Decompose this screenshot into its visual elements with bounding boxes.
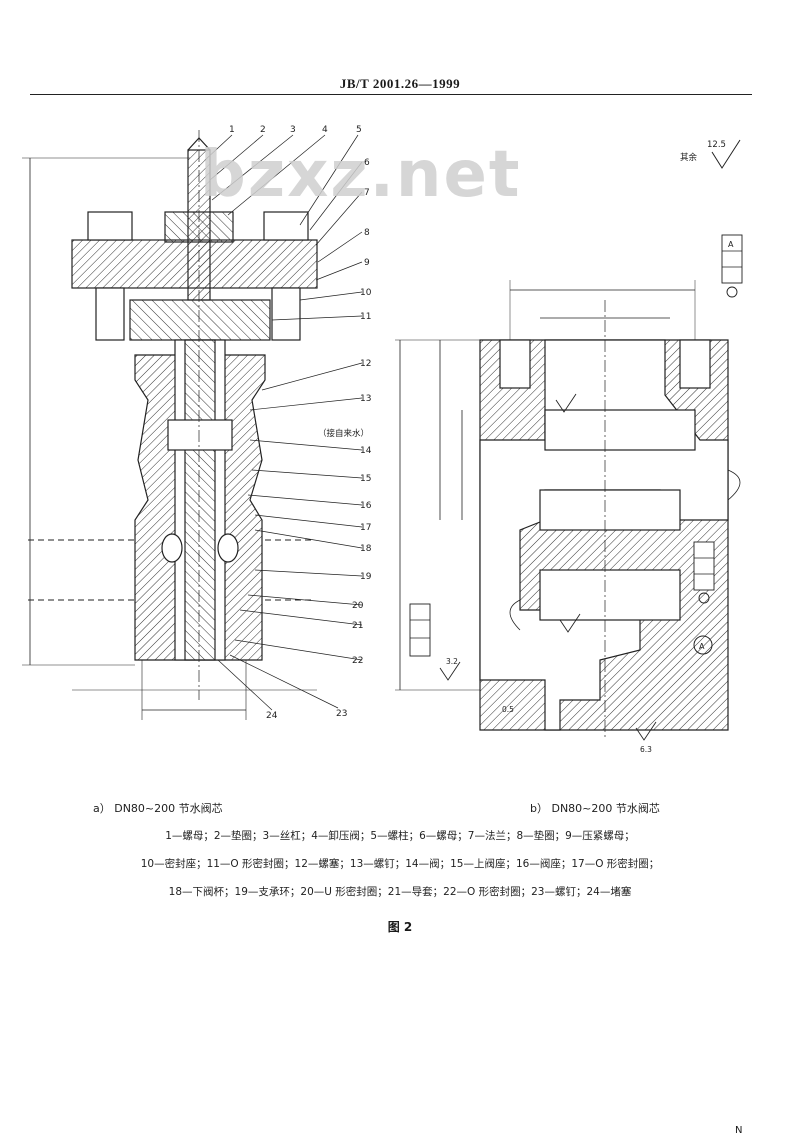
callout-16: 16 xyxy=(360,501,372,511)
callout-9: 9 xyxy=(364,258,370,268)
callout-23: 23 xyxy=(336,709,347,719)
callout-1: 1 xyxy=(229,125,235,135)
callout-21: 21 xyxy=(352,621,363,631)
valve-disc xyxy=(167,419,233,451)
callout-22: 22 xyxy=(352,656,363,666)
callout-10: 10 xyxy=(360,288,372,298)
right-nut xyxy=(263,211,309,241)
callout-12: 12 xyxy=(360,359,371,369)
right-section-drawing xyxy=(395,139,743,741)
standard-code-header: JB/T 2001.26—1999 xyxy=(339,76,461,91)
callout-20: 20 xyxy=(352,601,364,611)
header-rule xyxy=(30,94,752,95)
callout-13: 13 xyxy=(360,394,371,404)
callout-6: 6 xyxy=(364,158,370,168)
sealing-seat xyxy=(129,299,271,341)
figure-number: 图 2 xyxy=(387,920,413,934)
roughness-value-2: 0.5 xyxy=(502,705,514,714)
caption-left: a） DN80~200 节水阀芯 xyxy=(93,802,223,815)
callout-19: 19 xyxy=(360,572,372,582)
callout-17: 17 xyxy=(360,523,371,533)
watermark: bzxz.net xyxy=(200,138,522,212)
callout-2: 2 xyxy=(260,125,266,135)
roughness-note: 其余 xyxy=(680,152,698,163)
callout-5: 5 xyxy=(356,125,362,135)
callout-8: 8 xyxy=(364,228,370,238)
legend-line-2: 10—密封座；11—O 形密封圈；12—螺塞；13—螺钉；14—阀；15—上阀座… xyxy=(140,858,660,870)
callout-4: 4 xyxy=(322,125,328,135)
callout-3: 3 xyxy=(290,125,296,135)
legend-line-3: 18—下阀杯；19—支承环；20—U 形密封圈；21—导套；22—O 形密封圈；… xyxy=(168,886,632,898)
left-assembly-drawing xyxy=(22,130,363,720)
callout-18: 18 xyxy=(360,544,372,554)
roughness-main-value: 12.5 xyxy=(707,140,726,150)
flange xyxy=(71,239,318,289)
left-stud xyxy=(95,287,125,341)
technical-drawing: 1 2 3 4 5 6 7 8 9 10 11 12 13 14 15 16 1… xyxy=(22,125,743,754)
page-mark: N xyxy=(735,1125,743,1136)
legend-line-1: 1—螺母；2—垫圈；3—丝杠；4—卸压阀；5—螺柱；6—螺母；7—法兰；8—垫圈… xyxy=(165,830,635,842)
right-stud xyxy=(271,287,301,341)
roughness-value-3: 6.3 xyxy=(640,745,652,754)
caption-right: b） DN80~200 节水阀芯 xyxy=(530,802,660,815)
roughness-value-1: 3.2 xyxy=(446,657,458,666)
datum-ref-top: A xyxy=(728,240,734,249)
callout-14: 14 xyxy=(360,446,372,456)
water-inlet-note: （接自来水） xyxy=(318,428,369,439)
datum-label: A xyxy=(699,642,705,651)
callout-24: 24 xyxy=(266,711,278,721)
callout-numbers: 1 2 3 4 5 6 7 8 9 10 11 12 13 14 15 16 1… xyxy=(229,125,372,721)
callout-11: 11 xyxy=(360,312,371,322)
left-nut xyxy=(87,211,133,241)
callout-7: 7 xyxy=(364,188,370,198)
callout-15: 15 xyxy=(360,474,371,484)
